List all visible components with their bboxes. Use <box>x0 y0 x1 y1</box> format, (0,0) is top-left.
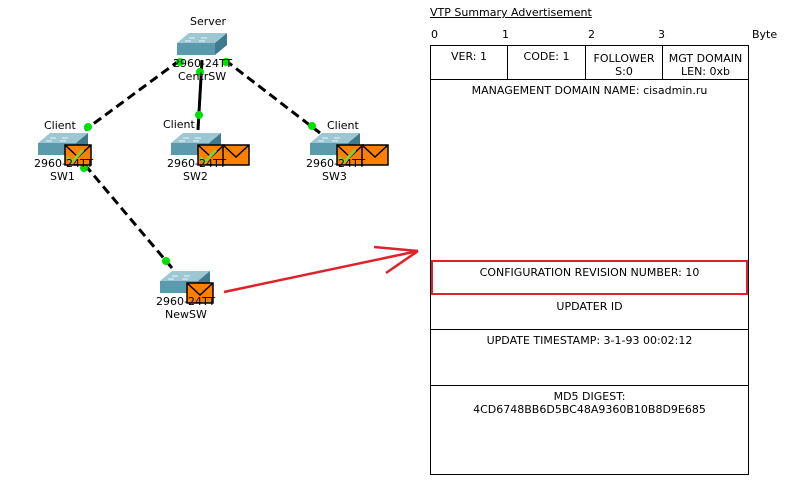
md5-label: MD5 DIGEST: <box>553 390 626 403</box>
arrow-icon <box>223 245 419 294</box>
field-config-revision: CONFIGURATION REVISION NUMBER: 10 <box>431 260 748 295</box>
field-revision-wrap <box>430 260 749 296</box>
model-label-newsw: 2960-24TT <box>156 295 216 308</box>
mode-label-sw2: Client <box>163 118 195 131</box>
envelope-icon[interactable] <box>361 144 389 166</box>
model-label-sw3: 2960-24TT <box>306 157 366 170</box>
device-name-sw2: SW2 <box>183 170 208 183</box>
field-mgt-domain-len: MGT DOMAIN LEN: 0xb <box>662 45 749 80</box>
field-domain-name: MANAGEMENT DOMAIN NAME: cisadmin.ru <box>430 79 749 261</box>
mode-label-centrsw: Server <box>190 15 227 28</box>
device-name-newsw: NewSW <box>165 308 207 321</box>
byte-ruler-unit: Byte <box>752 28 778 41</box>
field-updater-id: UPDATER ID <box>430 294 749 330</box>
device-name-sw3: SW3 <box>322 170 347 183</box>
link-centr-sw1 <box>84 58 181 132</box>
byte-ruler-2: 2 <box>588 28 595 41</box>
link-centr-sw3 <box>224 58 321 135</box>
byte-ruler-1: 1 <box>502 28 509 41</box>
field-code: CODE: 1 <box>507 45 586 80</box>
device-name-centrsw: CentrSW <box>178 70 227 83</box>
envelope-icon[interactable] <box>222 144 250 166</box>
link-lights <box>80 58 316 265</box>
byte-ruler-3: 3 <box>658 28 665 41</box>
switch-centrsw-icon[interactable] <box>176 32 228 56</box>
topology-canvas <box>37 32 419 304</box>
model-label-centrsw: 2960-24TT <box>173 57 233 70</box>
field-followers: FOLLOWER S:0 <box>585 45 663 80</box>
mode-label-sw3: Client <box>327 119 359 132</box>
pdu-title: VTP Summary Advertisement <box>430 6 592 19</box>
field-update-timestamp: UPDATE TIMESTAMP: 3-1-93 00:02:12 <box>430 329 749 386</box>
byte-ruler-0: 0 <box>431 28 438 41</box>
md5-value: 4CD6748BB6D5BC48A9360B10B8D9E685 <box>473 403 706 416</box>
link-sw1-newsw <box>83 164 174 269</box>
field-ver: VER: 1 <box>430 45 508 80</box>
model-label-sw1: 2960-24TT <box>34 157 94 170</box>
device-name-sw1: SW1 <box>50 170 75 183</box>
mode-label-sw1: Client <box>44 119 76 132</box>
links <box>83 58 321 269</box>
field-md5-digest: MD5 DIGEST: 4CD6748BB6D5BC48A9360B10B8D9… <box>430 385 749 475</box>
model-label-sw2: 2960-24TT <box>167 157 227 170</box>
